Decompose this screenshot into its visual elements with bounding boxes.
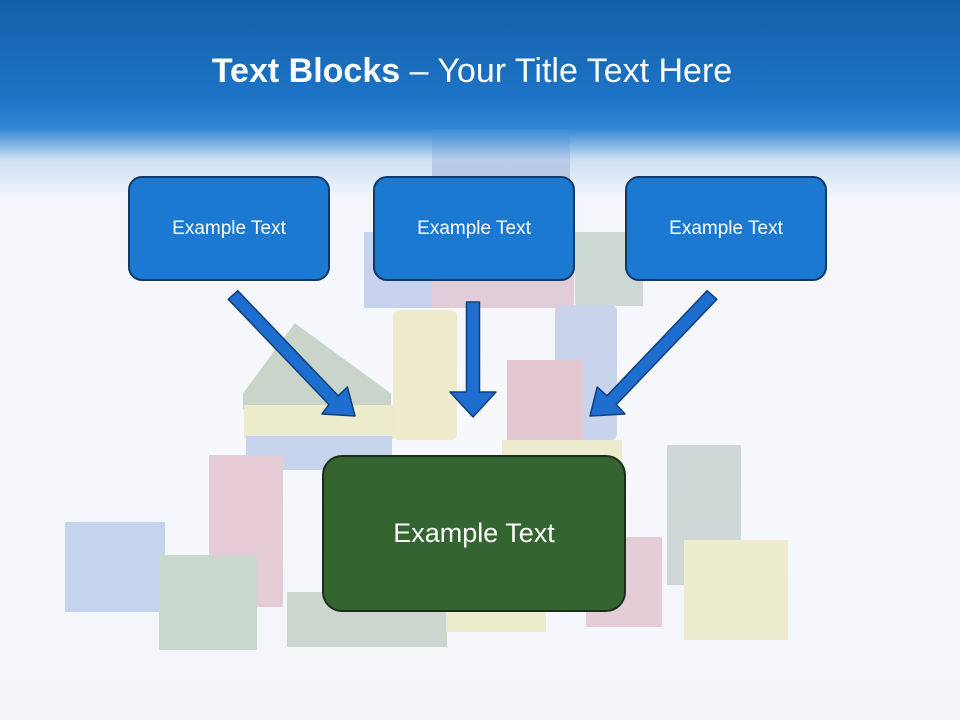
arrow-left [227,289,356,417]
text-block-middle[interactable]: Example Text [373,176,575,281]
block-red-cube [507,360,583,444]
block-yellow-cube-right [684,540,788,640]
text-block-right-label: Example Text [669,217,783,239]
text-block-right[interactable]: Example Text [625,176,827,281]
text-block-left[interactable]: Example Text [128,176,330,281]
block-blue-cube-left [65,522,165,612]
block-yellow-cylinder [393,310,457,440]
text-block-left-label: Example Text [172,217,286,239]
block-green-cube-left [159,555,257,650]
title-dash: – [409,52,429,90]
arrow-middle [449,301,497,418]
block-yellow-flat [244,405,394,439]
slide-title: Text Blocks – Your Title Text Here [0,52,944,91]
arrow-right [589,289,718,417]
target-text-block-label: Example Text [393,518,555,548]
target-text-block[interactable]: Example Text [322,455,626,612]
title-banner [0,0,960,200]
title-bold: Text Blocks [211,52,401,90]
text-block-middle-label: Example Text [417,217,531,239]
title-rest: Your Title Text Here [437,52,733,90]
